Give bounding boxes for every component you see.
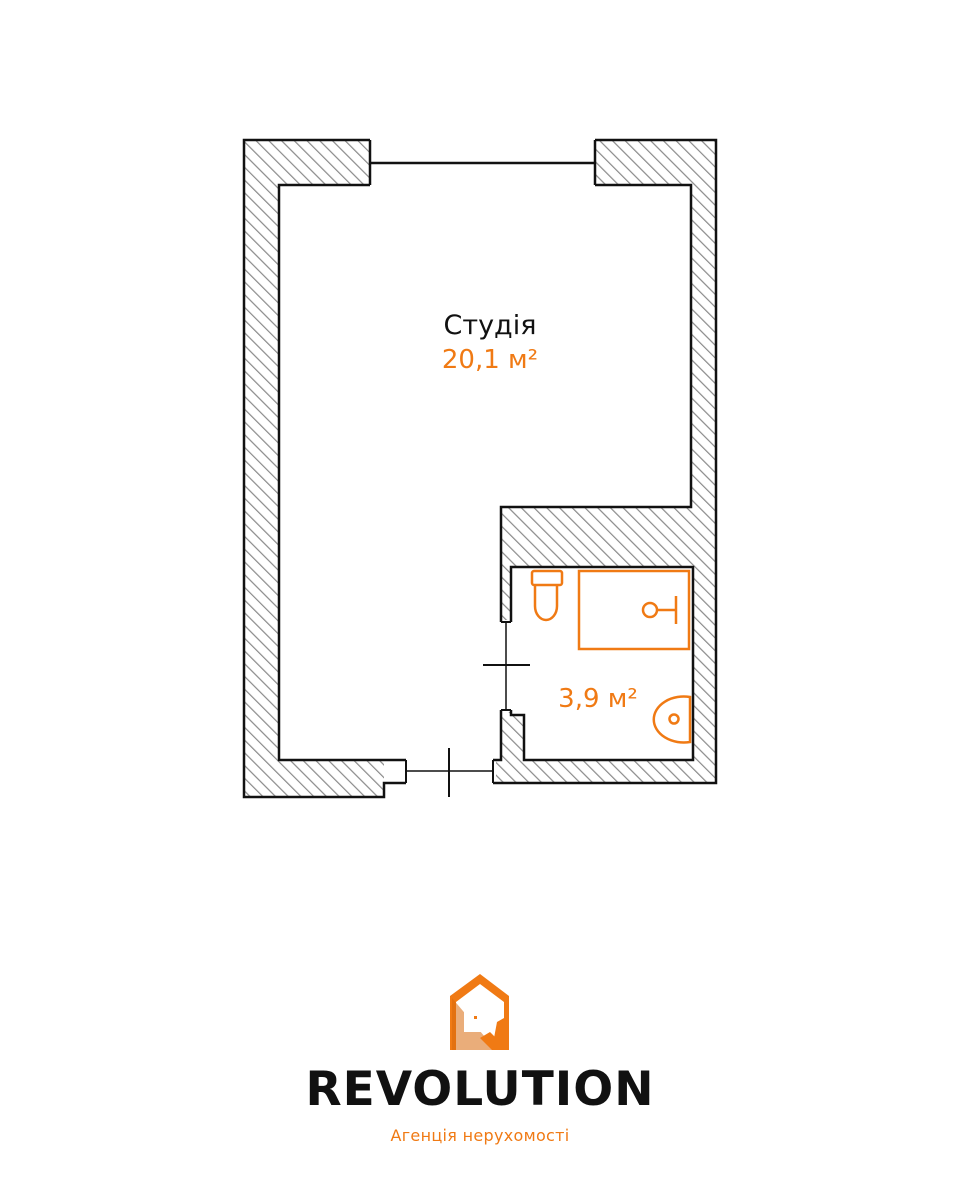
bathroom-door: [483, 621, 530, 711]
entrance-door: [405, 748, 494, 797]
window: [368, 140, 597, 185]
floor-plan: Студія 20,1 м² 3,9 м²: [242, 138, 718, 799]
sink-icon: [652, 695, 692, 744]
house-r-logo-icon: [450, 974, 509, 1050]
toilet-icon: [530, 569, 564, 622]
brand-tagline: Агенція нерухомості: [390, 1126, 570, 1145]
studio-name: Студія: [444, 310, 537, 341]
shower-tray-icon: [577, 569, 691, 651]
walls: [242, 138, 718, 799]
brand-name: REVOLUTION: [305, 1062, 655, 1117]
bathroom-area: 3,9 м²: [558, 684, 638, 714]
studio-area: 20,1 м²: [442, 345, 538, 375]
